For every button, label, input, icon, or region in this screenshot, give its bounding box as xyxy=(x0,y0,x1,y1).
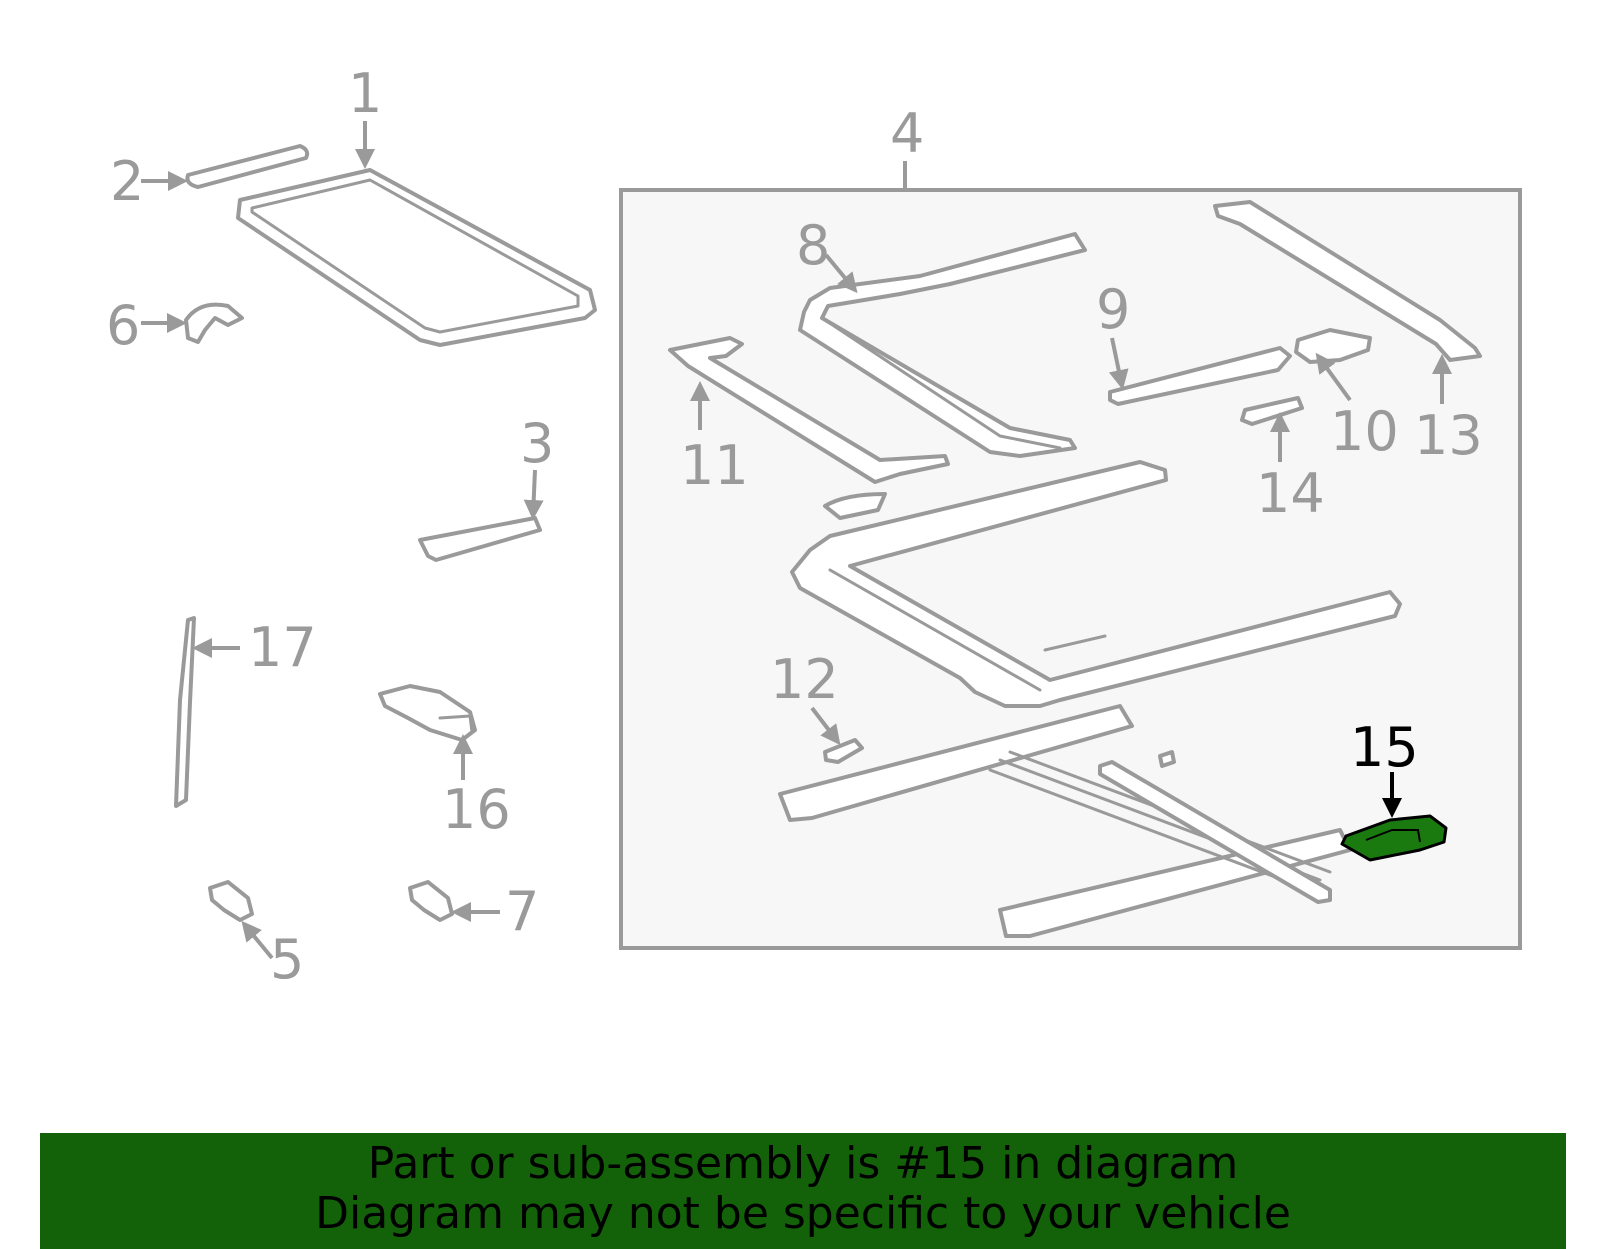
callout-2: 2 xyxy=(110,150,144,213)
part-12-clip xyxy=(823,738,864,764)
banner-line-2: Diagram may not be specific to your vehi… xyxy=(315,1188,1291,1239)
callout-11: 11 xyxy=(680,434,749,497)
part-3-rail xyxy=(418,516,542,562)
callout-15: 15 xyxy=(1350,716,1419,779)
info-banner: Part or sub-assembly is #15 in diagram D… xyxy=(40,1133,1566,1249)
callout-4: 4 xyxy=(890,102,924,165)
arrow-3 xyxy=(523,469,544,520)
part-8-frame xyxy=(798,232,1087,458)
part-7-bracket xyxy=(408,880,454,922)
callout-16: 16 xyxy=(442,778,511,841)
arrow-5 xyxy=(241,920,274,960)
part-11-guide xyxy=(668,336,950,484)
part-2-strip xyxy=(185,144,310,189)
callout-10: 10 xyxy=(1330,400,1399,463)
callout-14: 14 xyxy=(1256,462,1325,525)
part-track-rails xyxy=(778,704,1352,938)
part-9-rail xyxy=(1108,346,1292,406)
part-10-bracket xyxy=(1294,328,1372,364)
callout-7: 7 xyxy=(505,880,539,943)
assembly-box xyxy=(619,188,1522,950)
part-16-motor xyxy=(378,684,477,742)
part-17-weatherstrip xyxy=(174,616,196,808)
callout-8: 8 xyxy=(796,214,830,277)
arrow-10 xyxy=(1315,352,1352,402)
part-5-bracket xyxy=(208,880,254,922)
arrow-9 xyxy=(1108,337,1129,390)
part-6-bracket xyxy=(184,302,244,344)
arrow-12 xyxy=(810,706,841,746)
callout-9: 9 xyxy=(1096,278,1130,341)
callout-3: 3 xyxy=(520,412,554,475)
callout-17: 17 xyxy=(248,616,317,679)
callout-13: 13 xyxy=(1414,404,1483,467)
part-15-highlighted xyxy=(1340,814,1448,862)
callout-12: 12 xyxy=(770,648,839,711)
part-13-deflector xyxy=(1213,200,1482,362)
part-housing-frame xyxy=(790,460,1402,708)
arrow-8 xyxy=(824,253,858,294)
callout-5: 5 xyxy=(270,928,304,991)
callout-6: 6 xyxy=(106,294,140,357)
callout-1: 1 xyxy=(348,62,382,125)
banner-line-1: Part or sub-assembly is #15 in diagram xyxy=(367,1138,1239,1189)
part-1-glass-panel xyxy=(236,168,597,347)
